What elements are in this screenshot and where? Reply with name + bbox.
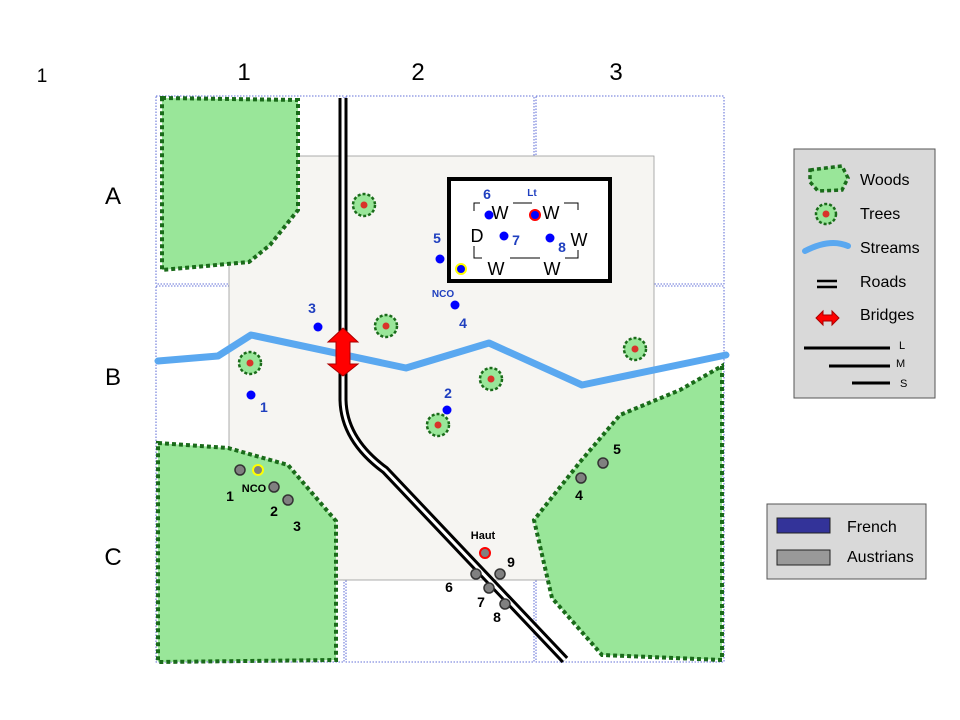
french-unit-label: 5 [433,230,441,246]
french-nco-label: NCO [432,289,454,300]
austrian-unit-marker[interactable] [499,598,511,610]
bridge [326,327,360,377]
french-unit-marker[interactable] [442,405,452,415]
french-unit-marker[interactable] [545,233,555,243]
tree-icon [237,350,263,376]
road-icon [817,279,837,289]
legend-streams-label: Streams [860,240,920,257]
french-unit-marker[interactable] [499,231,509,241]
french-unit-marker[interactable] [484,210,494,220]
austrian-unit-marker[interactable] [470,568,482,580]
austrian-unit-label: 3 [293,518,301,534]
column-label-2: 2 [411,59,424,86]
austrian-unit-label: 7 [477,594,485,610]
stream [154,331,730,389]
row-label-a: A [105,183,121,210]
french-unit-label: 1 [260,399,268,415]
french-officer-marker[interactable] [529,209,541,221]
austrian-unit-marker[interactable] [268,481,280,493]
french-unit-label: 3 [308,300,316,316]
austrian-officer-label: Haut [471,530,496,542]
legend-woods-label: Woods [860,172,910,189]
building-wall-label: W [544,259,561,279]
building-wall-label: W [492,203,509,223]
terrain-legend: Woods Trees Streams Roads Bridges L M S [793,148,936,399]
austrian-unit-label: 1 [226,488,234,504]
building-wall-label: W [488,259,505,279]
woods-a1 [160,95,300,273]
french-unit-label: 7 [512,232,520,248]
austrian-nco-label: NCO [242,483,267,495]
austrian-unit-marker[interactable] [234,464,246,476]
stream-icon [802,239,851,254]
building-wall-label: W [543,203,560,223]
austrian-unit-label: 8 [493,609,501,625]
row-label-b: B [105,364,121,391]
column-label-1: 1 [237,59,250,86]
austrian-unit-marker[interactable] [494,568,506,580]
austrian-unit-marker[interactable] [282,494,294,506]
trees [237,192,648,438]
legend-bridges-label: Bridges [860,307,914,324]
bridge-icon [815,309,840,327]
woods-icon [808,164,850,193]
legend-austrians-label: Austrians [847,549,914,566]
legend-trees-label: Trees [860,206,900,223]
tree-icon [373,313,399,339]
austrian-unit-label: 2 [270,503,278,519]
austrian-unit-label: 4 [575,487,583,503]
austrian-officer-marker[interactable] [479,547,491,559]
legend-french-label: French [847,519,897,536]
sides-legend: French Austrians [766,503,927,580]
woods [156,95,724,665]
austrian-unit-label: 6 [445,579,453,595]
french-nco-marker[interactable] [455,263,467,275]
austrian-unit-marker[interactable] [483,582,495,594]
wall-size-label: M [896,358,905,370]
french-unit-marker[interactable] [450,300,460,310]
tree-icon [425,412,451,438]
column-label-3: 3 [609,59,622,86]
austrian-unit-label: 5 [613,441,621,457]
austrians-swatch [776,549,831,566]
austrian-unit-marker[interactable] [597,457,609,469]
row-label-c: C [104,544,121,571]
french-unit-marker[interactable] [435,254,445,264]
tree-icon [478,366,504,392]
french-unit-label: 2 [444,385,452,401]
french-unit-marker[interactable] [313,322,323,332]
tree-icon [814,202,838,226]
page-number: 1 [37,66,48,87]
french-unit-label: 4 [459,315,467,331]
french-units: 1 2 3 4 5 6 7 8 NCO Lt [246,186,566,415]
building: W W W W W D [447,177,612,283]
french-unit-label: 6 [483,186,491,202]
french-swatch [776,517,831,534]
legend-roads-label: Roads [860,274,906,291]
woods-c3 [531,362,724,663]
french-unit-marker[interactable] [246,390,256,400]
austrian-units: 1 2 3 4 5 6 7 8 9 NCO Haut [226,441,621,625]
austrian-nco-marker[interactable] [252,464,264,476]
tree-icon [351,192,377,218]
building-wall-label: W [571,230,588,250]
wall-size-label: L [899,340,905,352]
building-outline [447,177,612,283]
road [338,98,569,664]
building-door-label: D [471,226,484,246]
wall-size-label: S [900,378,907,390]
french-officer-label: Lt [527,188,537,199]
austrian-unit-label: 9 [507,554,515,570]
austrian-unit-marker[interactable] [575,472,587,484]
tree-icon [622,336,648,362]
french-unit-label: 8 [558,239,566,255]
